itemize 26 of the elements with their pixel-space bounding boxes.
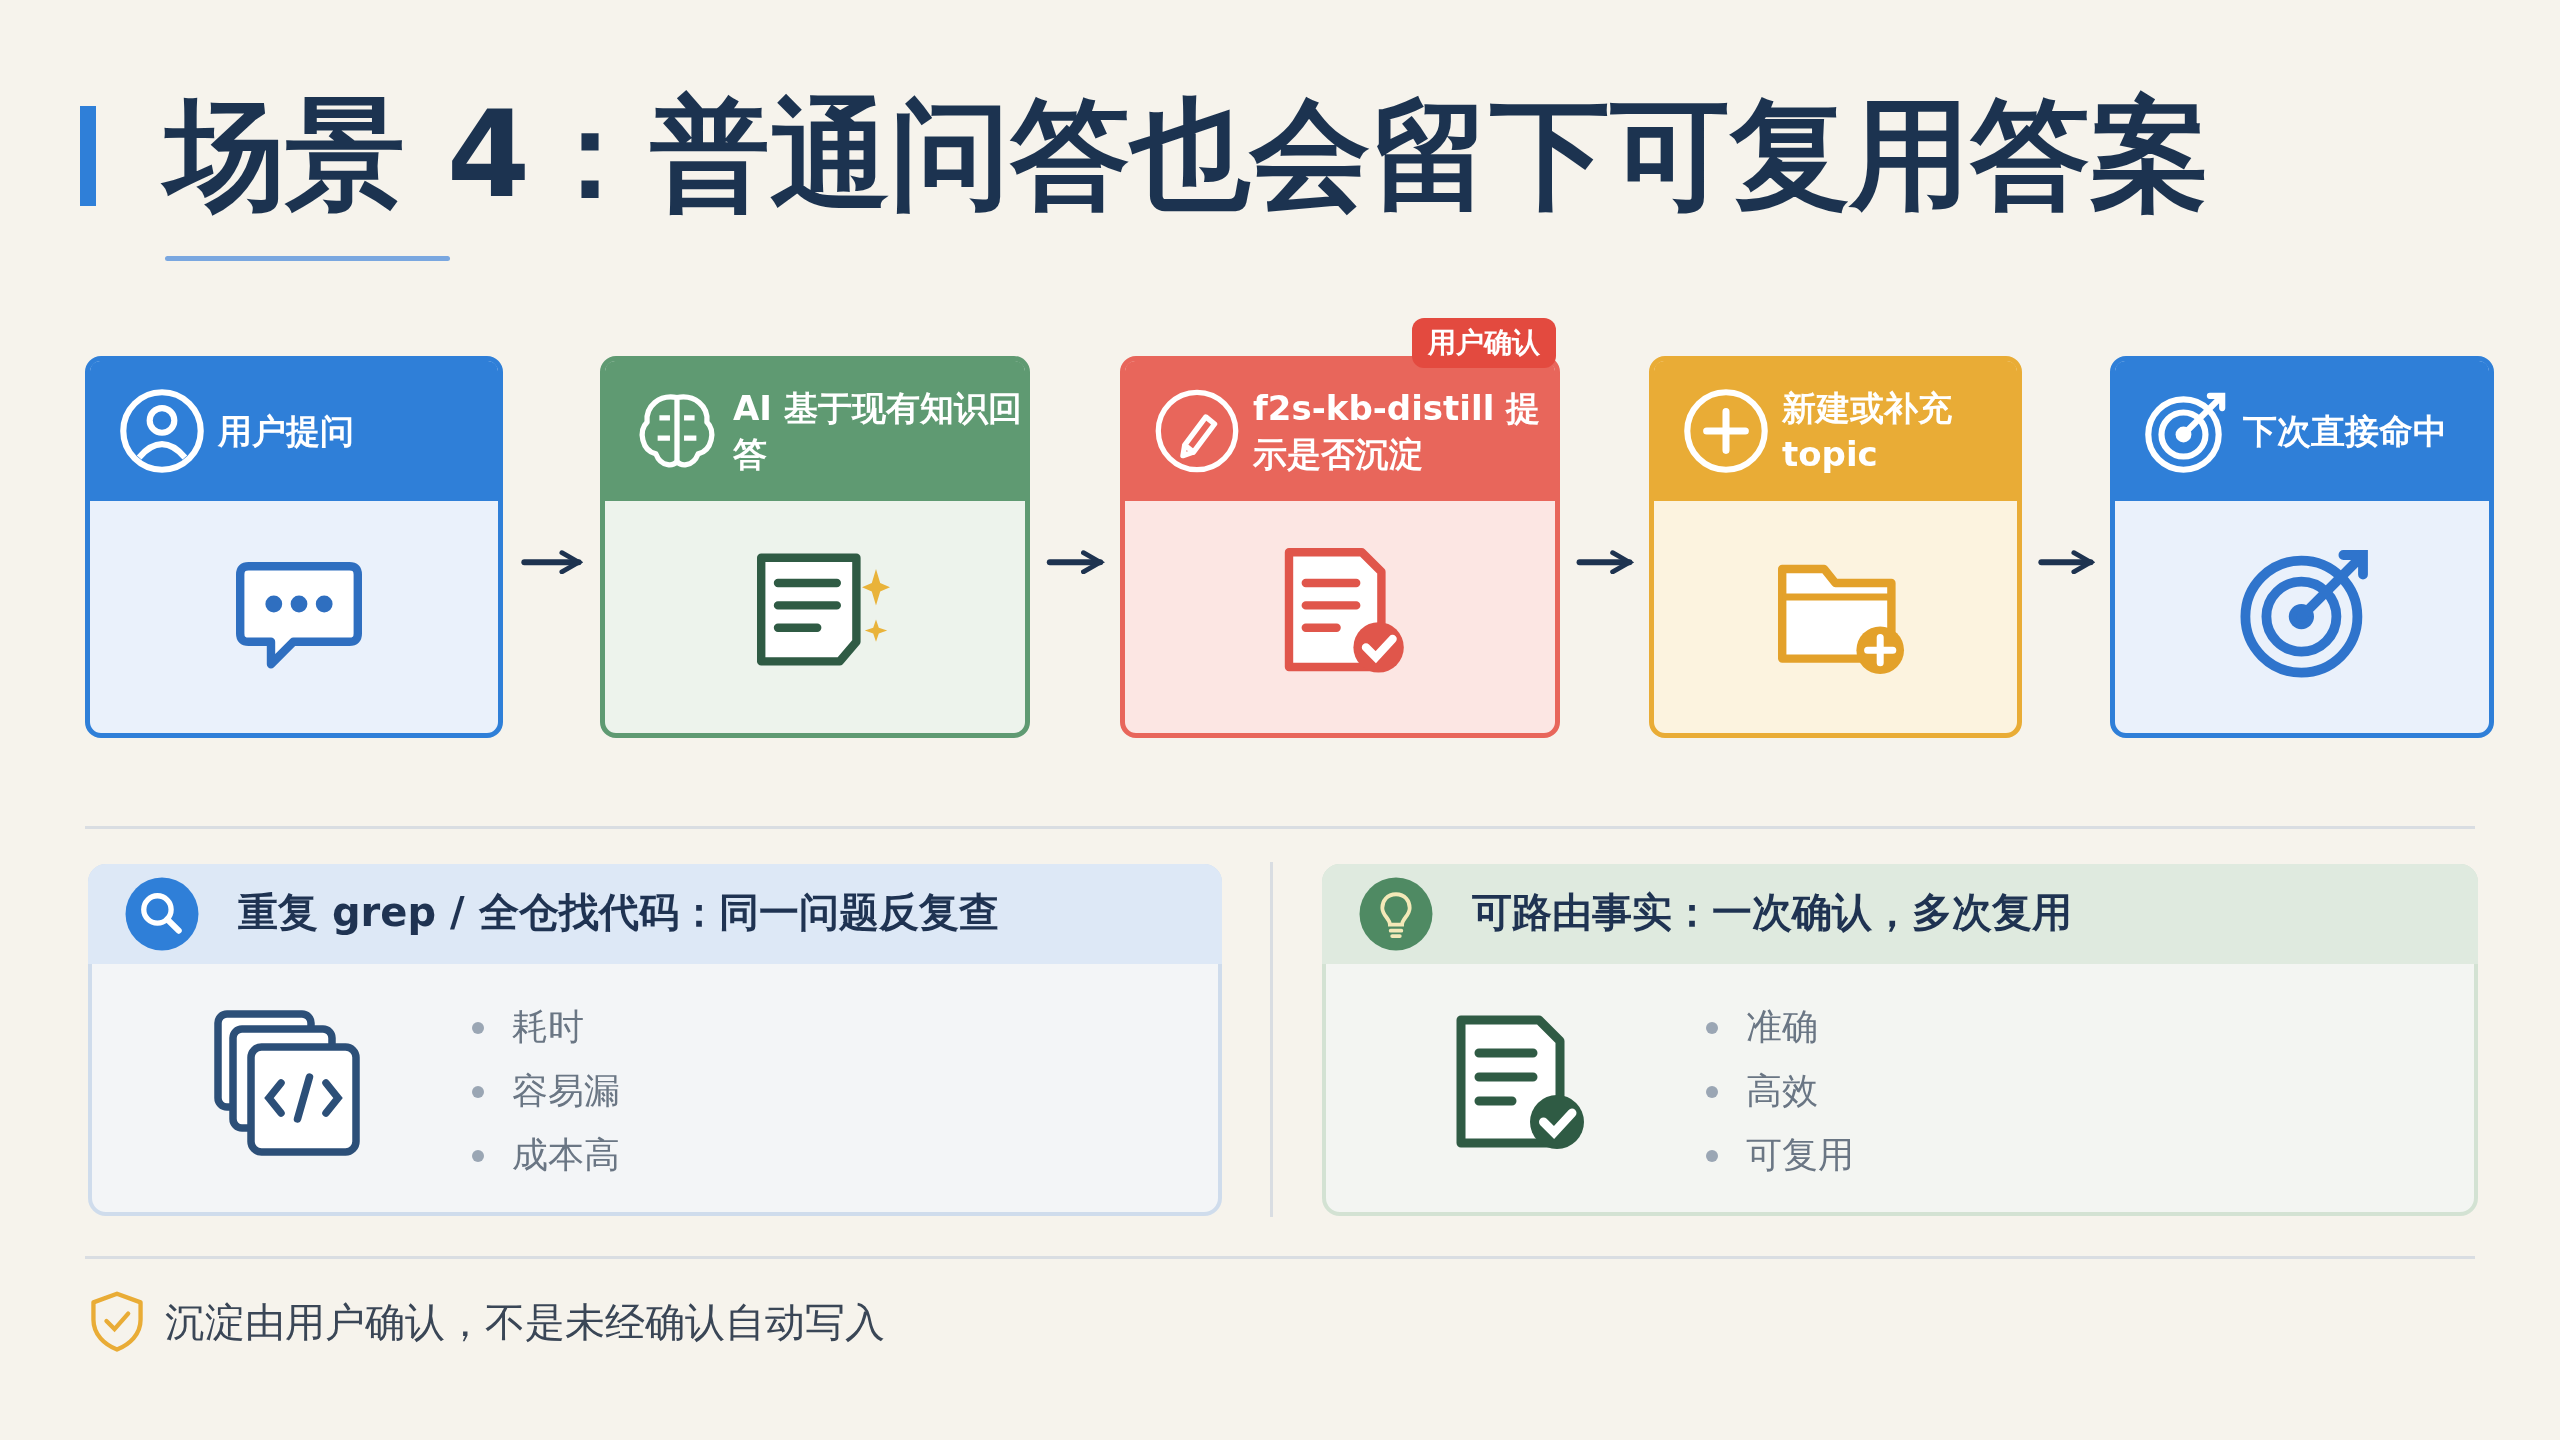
footer-note: 沉淀由用户确认，不是未经确认自动写入 xyxy=(165,1298,885,1347)
process-card xyxy=(600,356,1030,738)
list-item: 可复用 xyxy=(1706,1131,1854,1179)
process-card xyxy=(2110,356,2494,738)
process-card xyxy=(85,356,503,738)
panel-heading: 重复 grep / 全仓找代码：同一问题反复查 xyxy=(238,888,999,937)
card-title: AI 基于现有知识回答 xyxy=(733,387,1023,476)
arrow xyxy=(1046,550,1104,575)
card-title: 用户提问 xyxy=(218,410,355,453)
info-panel xyxy=(1322,864,2478,1216)
tag: 用户确认 xyxy=(1412,318,1556,368)
arrow xyxy=(521,550,582,575)
list-item: 高效 xyxy=(1706,1067,1818,1115)
list-item: 准确 xyxy=(1706,1003,1818,1051)
info-panel xyxy=(88,864,1222,1216)
list-item: 容易漏 xyxy=(472,1067,620,1115)
process-card xyxy=(1120,356,1560,738)
panel-heading: 可路由事实：一次确认，多次复用 xyxy=(1472,888,2072,937)
arrow xyxy=(2038,550,2094,575)
process-card xyxy=(1649,356,2022,738)
list-item: 耗时 xyxy=(472,1003,584,1051)
arrow xyxy=(1576,550,1633,575)
card-title: f2s-kb-distill 提示是否沉淀 xyxy=(1253,387,1542,476)
card-title: 下次直接命中 xyxy=(2243,410,2448,453)
list-item: 成本高 xyxy=(472,1131,620,1179)
card-title: 新建或补充 topic xyxy=(1782,387,1953,476)
